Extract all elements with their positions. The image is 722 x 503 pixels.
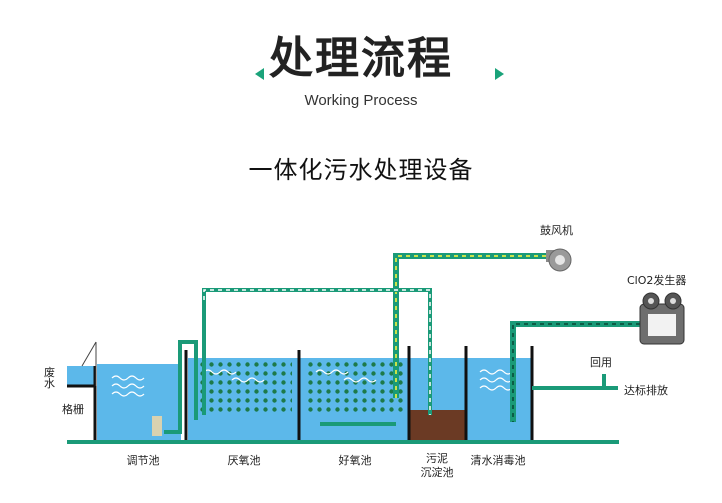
inlet-label: 废 水 xyxy=(44,366,55,390)
clo2-pipe-dash xyxy=(512,323,640,422)
disinfection-tank-water xyxy=(467,358,531,440)
return-label: 回用 xyxy=(590,356,612,369)
water-waves xyxy=(111,369,513,397)
anaerobic-tank-label: 厌氧池 xyxy=(227,454,261,467)
device-title: 一体化污水处理设备 xyxy=(248,156,474,184)
regulating-tank-label: 调节池 xyxy=(126,454,160,467)
left-arrow-icon xyxy=(255,68,264,80)
anaerobic-aeration-dots xyxy=(196,362,292,414)
blower-icon xyxy=(546,248,572,272)
tank-walls xyxy=(67,346,534,440)
grille-label: 格栅 xyxy=(62,403,84,416)
right-arrow-icon xyxy=(495,68,504,80)
clo2-label: ClO2发生器 xyxy=(627,274,687,287)
page-subtitle: Working Process xyxy=(304,92,418,109)
pump-block xyxy=(152,416,162,436)
grille-icon xyxy=(81,341,97,386)
regulating-tank-water xyxy=(97,364,181,440)
sludge-tank-water xyxy=(410,358,465,410)
discharge-label: 达标排放 xyxy=(624,384,668,397)
inlet-channel-water xyxy=(67,366,95,386)
sludge-tank-label: 污泥 沉淀池 xyxy=(420,452,454,479)
disinfection-tank-label: 清水消毒池 xyxy=(470,454,526,467)
return-air-pipe-dash xyxy=(203,289,431,415)
regulating-riser-pipe xyxy=(164,340,198,434)
air-main-pipe-dash xyxy=(395,255,546,398)
sludge-layer xyxy=(410,410,465,440)
clo2-generator-icon xyxy=(639,292,685,345)
base-line xyxy=(67,440,619,444)
blower-label: 鼓风机 xyxy=(540,224,573,237)
aerobic-tank-label: 好氧池 xyxy=(338,454,372,467)
page-title: 处理流程 xyxy=(269,33,453,84)
